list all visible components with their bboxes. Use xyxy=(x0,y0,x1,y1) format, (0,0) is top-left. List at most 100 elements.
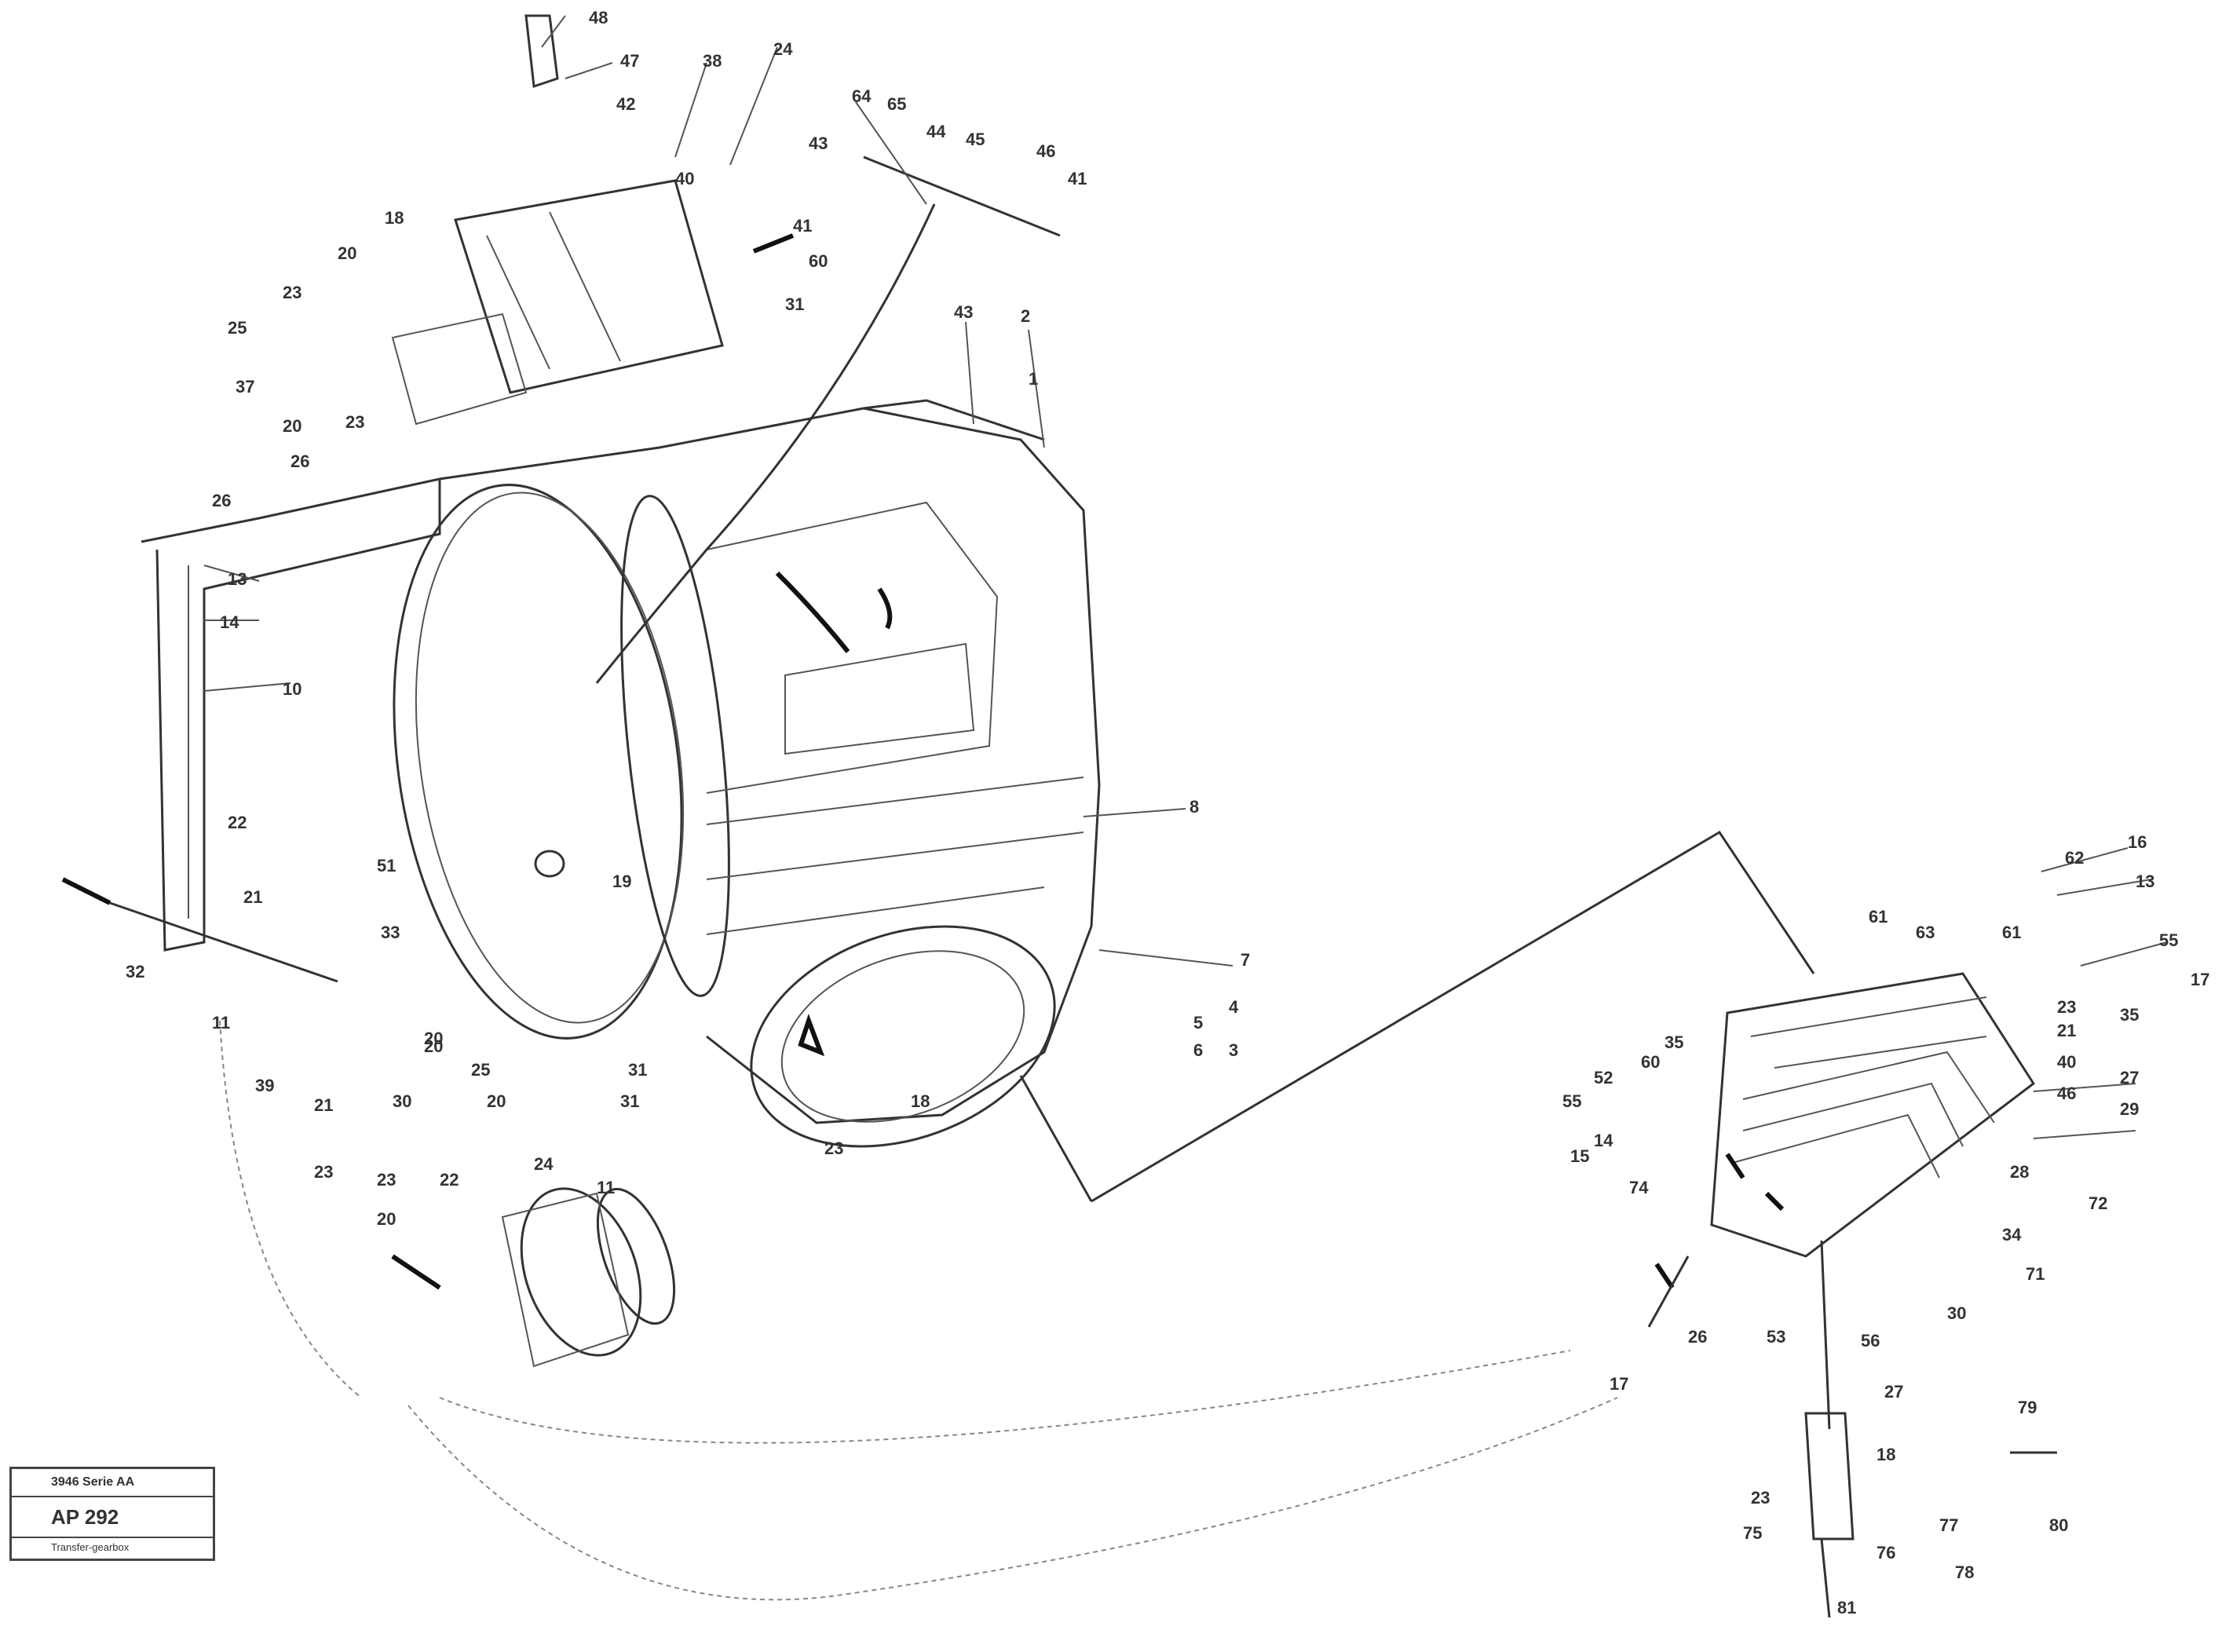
callout-label: 52 xyxy=(1594,1068,1613,1087)
callout-label: 13 xyxy=(2136,872,2154,891)
callout-label: 26 xyxy=(212,491,231,510)
callout-label: 7 xyxy=(1241,950,1250,970)
callout-label: 77 xyxy=(1939,1515,1958,1535)
callout-label: 21 xyxy=(2057,1021,2076,1040)
callout-label: 30 xyxy=(393,1091,411,1111)
callout-label: 48 xyxy=(589,8,608,27)
callout-label: 23 xyxy=(345,412,364,432)
callout-label: 18 xyxy=(385,208,404,228)
callout-label: 55 xyxy=(1562,1091,1581,1111)
callout-label: 20 xyxy=(487,1091,506,1111)
breather-line xyxy=(109,901,338,983)
callout-label: 51 xyxy=(377,856,396,875)
callout-label: 42 xyxy=(616,94,635,114)
breather-pipe xyxy=(61,877,111,905)
callout-label: 80 xyxy=(2049,1515,2068,1535)
callout-label: 56 xyxy=(1861,1331,1880,1350)
callout-label: 17 xyxy=(2191,970,2209,989)
callout-label: 78 xyxy=(1955,1562,1974,1582)
side-bracket xyxy=(141,477,441,1398)
callout-label: 33 xyxy=(381,923,400,942)
callout-label: 41 xyxy=(1068,169,1087,188)
drawing-reference-box: 3946 Serie AA AP 292 Transfer-gearbox xyxy=(9,1467,215,1561)
callout-label: 79 xyxy=(2018,1398,2037,1417)
callout-label: 30 xyxy=(1947,1303,1966,1323)
pump-cover xyxy=(391,1187,676,1368)
callout-label: 62 xyxy=(2065,848,2084,868)
callout-label: 32 xyxy=(126,962,144,981)
callout-label: 23 xyxy=(377,1170,396,1190)
leader-lines xyxy=(203,15,2168,1139)
control-valve-block xyxy=(1647,972,2057,1618)
callout-label: 75 xyxy=(1743,1523,1762,1543)
callout-label: 5 xyxy=(1193,1013,1203,1032)
callout-label: 53 xyxy=(1767,1327,1785,1347)
callout-label: 40 xyxy=(675,169,694,188)
callout-label: 11 xyxy=(597,1178,615,1197)
callout-label: 18 xyxy=(911,1091,930,1111)
callout-label: 61 xyxy=(2002,923,2021,942)
callout-label: 4 xyxy=(1229,997,1239,1017)
callout-label: 21 xyxy=(314,1095,333,1115)
callout-label: 46 xyxy=(1036,141,1055,161)
callout-label: 6 xyxy=(1193,1040,1203,1060)
callout-label: 71 xyxy=(2026,1264,2044,1284)
callout-label: 17 xyxy=(1610,1374,1628,1394)
callout-label: 26 xyxy=(1688,1327,1707,1347)
callout-label: 31 xyxy=(620,1091,639,1111)
callout-label: 25 xyxy=(471,1060,490,1080)
callout-label: 60 xyxy=(809,251,828,271)
callout-label: 76 xyxy=(1876,1543,1895,1562)
callout-label: 29 xyxy=(2120,1099,2139,1119)
callout-label: 55 xyxy=(2159,930,2178,950)
callout-label: 35 xyxy=(2120,1005,2139,1025)
callout-label: 20 xyxy=(377,1209,396,1229)
callout-label: 47 xyxy=(620,51,639,71)
callout-label: 65 xyxy=(887,94,906,114)
callout-label: 23 xyxy=(314,1162,333,1182)
callout-label: 72 xyxy=(2088,1193,2107,1213)
callout-label: 27 xyxy=(2120,1068,2139,1087)
valve-block xyxy=(391,14,795,426)
reference-divider xyxy=(12,1496,213,1497)
callout-label: 20 xyxy=(338,243,356,263)
callout-label: 40 xyxy=(2057,1052,2076,1072)
callout-label: 34 xyxy=(2002,1225,2022,1244)
callout-label: 31 xyxy=(628,1060,647,1080)
callout-label: 23 xyxy=(283,283,301,302)
callout-label: 74 xyxy=(1629,1178,1649,1197)
callout-label: 22 xyxy=(228,813,247,832)
callout-label: 11 xyxy=(212,1013,230,1032)
reference-code: AP 292 xyxy=(51,1505,119,1529)
callout-label: 19 xyxy=(612,872,631,891)
callout-label: 15 xyxy=(1570,1146,1589,1166)
callout-label: 20 xyxy=(424,1036,443,1056)
callout-label: 3 xyxy=(1229,1040,1238,1060)
callout-label: 10 xyxy=(283,679,301,699)
callout-label: 23 xyxy=(2057,997,2076,1017)
callout-label: 13 xyxy=(228,569,247,589)
callout-label: 44 xyxy=(926,122,946,141)
callout-labels: 48 47 42 38 24 18 20 23 25 37 20 23 26 2… xyxy=(126,8,2209,1617)
gearbox-housing xyxy=(393,399,1101,1148)
callout-label: 18 xyxy=(1876,1445,1895,1464)
callout-label: 81 xyxy=(1837,1598,1856,1617)
callout-label: 8 xyxy=(1189,797,1199,817)
callout-label: 20 xyxy=(424,1029,443,1048)
connecting-line xyxy=(1091,830,1815,1203)
callout-label: 21 xyxy=(243,887,262,907)
callout-label: 16 xyxy=(2128,832,2147,852)
callout-label: 24 xyxy=(534,1154,554,1174)
callout-label: 45 xyxy=(966,130,985,149)
callout-label: 23 xyxy=(1751,1488,1770,1508)
callout-label: 1 xyxy=(1029,369,1038,389)
reference-top-text: 3946 Serie AA xyxy=(51,1475,135,1489)
connecting-line-2 xyxy=(1019,1075,1093,1202)
reference-bottom-text: Transfer-gearbox xyxy=(51,1541,130,1553)
callout-label: 20 xyxy=(283,416,301,436)
callout-label: 38 xyxy=(703,51,722,71)
callout-label: 46 xyxy=(2057,1084,2076,1103)
callout-label: 43 xyxy=(809,133,828,153)
return-hose-2 xyxy=(407,1397,1618,1601)
